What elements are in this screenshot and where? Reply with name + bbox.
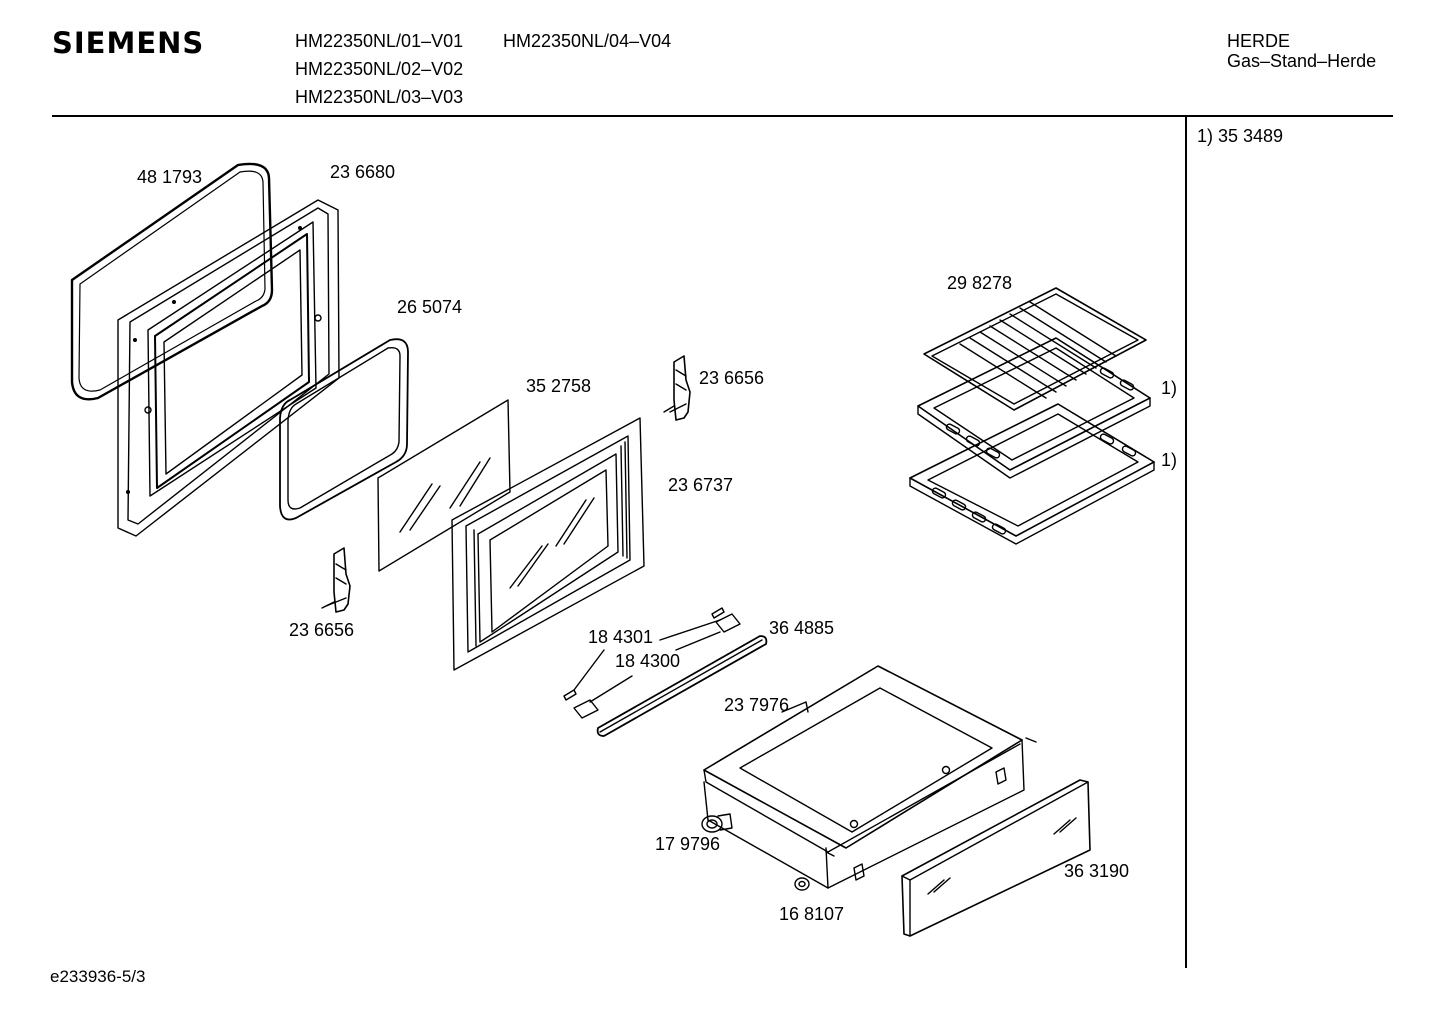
drawer <box>704 666 1036 888</box>
notes-divider <box>1185 116 1187 968</box>
part-label-tray-upper: 1) <box>1161 378 1178 398</box>
drawer-front <box>902 780 1090 936</box>
part-label-door-seal: 48 1793 <box>137 167 203 187</box>
middle-glass <box>378 400 510 571</box>
part-label-middle-glass: 35 2758 <box>526 376 592 396</box>
baking-tray-lower <box>910 404 1154 544</box>
outer-door <box>452 418 644 670</box>
hinge-right <box>664 356 690 420</box>
exploded-view-drawing <box>0 0 1185 960</box>
part-label-handle-cap-b: 18 4300 <box>615 651 681 671</box>
part-label-drawer: 23 7976 <box>724 695 790 715</box>
hinge-left <box>322 548 350 612</box>
drawer-nut <box>795 878 809 890</box>
model-number-2: HM22350NL/02–V02 <box>295 59 464 79</box>
header-divider <box>52 115 1393 117</box>
inner-door-panel <box>118 200 339 536</box>
brand-logo: SIEMENS <box>52 26 205 60</box>
door-handle <box>564 608 766 736</box>
category-label: HERDE <box>1227 31 1291 51</box>
part-label-handle-cap-a: 18 4301 <box>588 627 654 647</box>
model-number-4: HM22350NL/04–V04 <box>503 31 672 51</box>
drawing-id: e233936-5/3 <box>50 967 146 986</box>
model-number-1: HM22350NL/01–V01 <box>295 31 464 51</box>
part-label-hinge-left: 23 6656 <box>289 620 355 640</box>
drawer-roller <box>702 814 732 832</box>
inner-glass <box>280 339 408 519</box>
part-label-door-handle: 36 4885 <box>769 618 835 638</box>
part-label-drawer-nut: 16 8107 <box>779 904 845 924</box>
part-label-outer-door: 23 6737 <box>668 475 734 495</box>
part-label-grill-rack: 29 8278 <box>947 273 1013 293</box>
subcategory-label: Gas–Stand–Herde <box>1227 51 1377 71</box>
part-label-drawer-front: 36 3190 <box>1064 861 1130 881</box>
part-label-hinge-right: 23 6656 <box>699 368 765 388</box>
door-seal <box>72 164 272 399</box>
footnote: 1) 35 3489 <box>1197 126 1284 146</box>
model-number-3: HM22350NL/03–V03 <box>295 87 464 107</box>
part-label-drawer-roller: 17 9796 <box>655 834 721 854</box>
part-label-tray-lower: 1) <box>1161 450 1178 470</box>
grill-rack <box>924 288 1146 410</box>
part-label-inner-door-panel: 23 6680 <box>330 162 396 182</box>
part-label-inner-glass: 26 5074 <box>397 297 463 317</box>
